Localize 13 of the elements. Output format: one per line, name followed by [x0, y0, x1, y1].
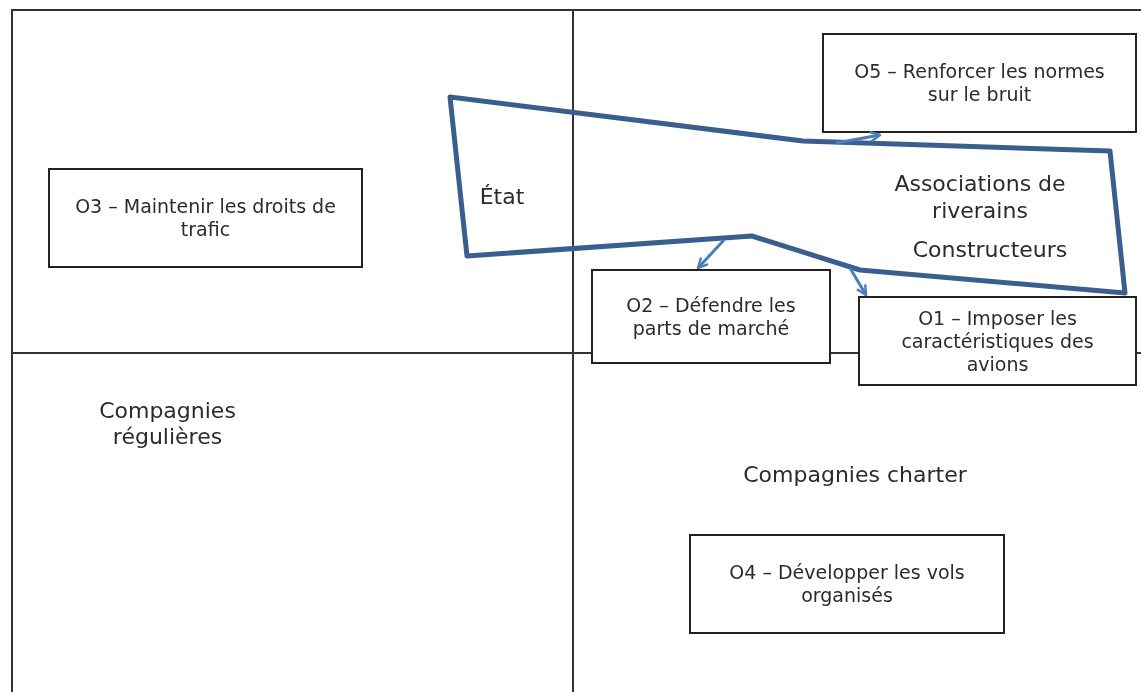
- objective-box: O2 – Défendre les parts de marché: [591, 269, 831, 364]
- actor-label: Compagnies régulières: [98, 398, 237, 450]
- objective-box: O1 – Imposer les caractéristiques des avions: [858, 296, 1137, 386]
- objective-box: O4 – Développer les vols organisés: [689, 534, 1005, 634]
- arrow: [848, 267, 868, 297]
- actor-label: État: [478, 183, 526, 210]
- arrow: [696, 238, 726, 270]
- arrow: [835, 130, 882, 145]
- objective-box: O5 – Renforcer les normes sur le bruit: [822, 33, 1137, 133]
- objective-box: O3 – Maintenir les droits de trafic: [48, 168, 363, 268]
- actor-label: Compagnies charter: [742, 462, 968, 488]
- actor-label: Associations de riverains: [893, 170, 1067, 224]
- actor-label: Constructeurs: [911, 236, 1069, 263]
